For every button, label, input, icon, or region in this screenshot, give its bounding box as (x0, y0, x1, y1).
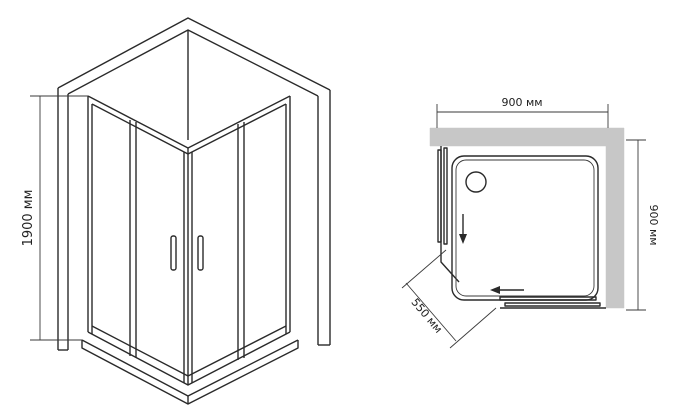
isometric-view: 1900 мм (21, 17, 331, 405)
plan-enclosure (437, 146, 606, 309)
width-dimension (436, 104, 609, 128)
plan-walls (429, 127, 625, 309)
shower-tray (81, 339, 299, 405)
depth-label: 900 мм (647, 204, 660, 245)
height-label: 1900 мм (21, 190, 36, 247)
plan-tray (451, 155, 599, 301)
width-label: 900 мм (501, 96, 542, 109)
drain-icon (465, 171, 487, 193)
left-door-handle (170, 235, 177, 271)
depth-dimension (626, 139, 646, 311)
enclosure-frame (87, 95, 291, 386)
height-dimension (30, 95, 88, 341)
right-door-handle (197, 235, 204, 271)
entrance-label: 550 мм (408, 296, 444, 336)
door-handles (170, 235, 204, 271)
entrance-dimension (401, 249, 497, 349)
corner-walls (57, 17, 331, 351)
plan-view: 900 мм 900 мм 550 мм (401, 96, 660, 349)
slide-arrows (459, 214, 524, 294)
